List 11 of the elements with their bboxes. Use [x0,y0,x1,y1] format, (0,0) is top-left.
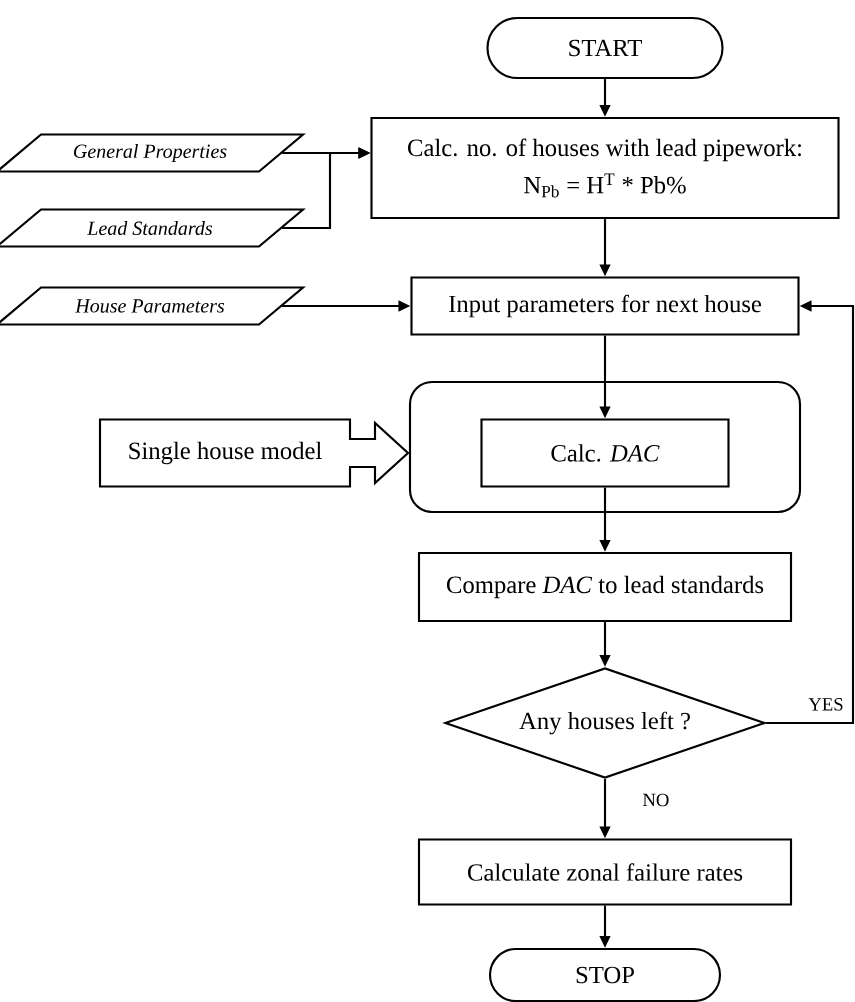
process-box: Calc. DAC [480,418,730,488]
input-parallelogram: House Parameters [0,286,306,326]
rounded-container [408,380,802,514]
process-box: Calculate zonal failure rates [417,838,793,906]
process-box: Input parameters for next house [410,276,800,336]
edge-label: YES [807,696,845,712]
process-box: Calc. no. of houses with lead pipework: N$_{Pb}$ = H$^{T}$ * Pb% [370,116,840,220]
edge-label: NO [641,792,671,808]
process-box: Compare DAC to lead standards [417,551,793,623]
input-parallelogram: Lead Standards [0,208,306,248]
input-parallelogram: General Properties [0,133,306,173]
